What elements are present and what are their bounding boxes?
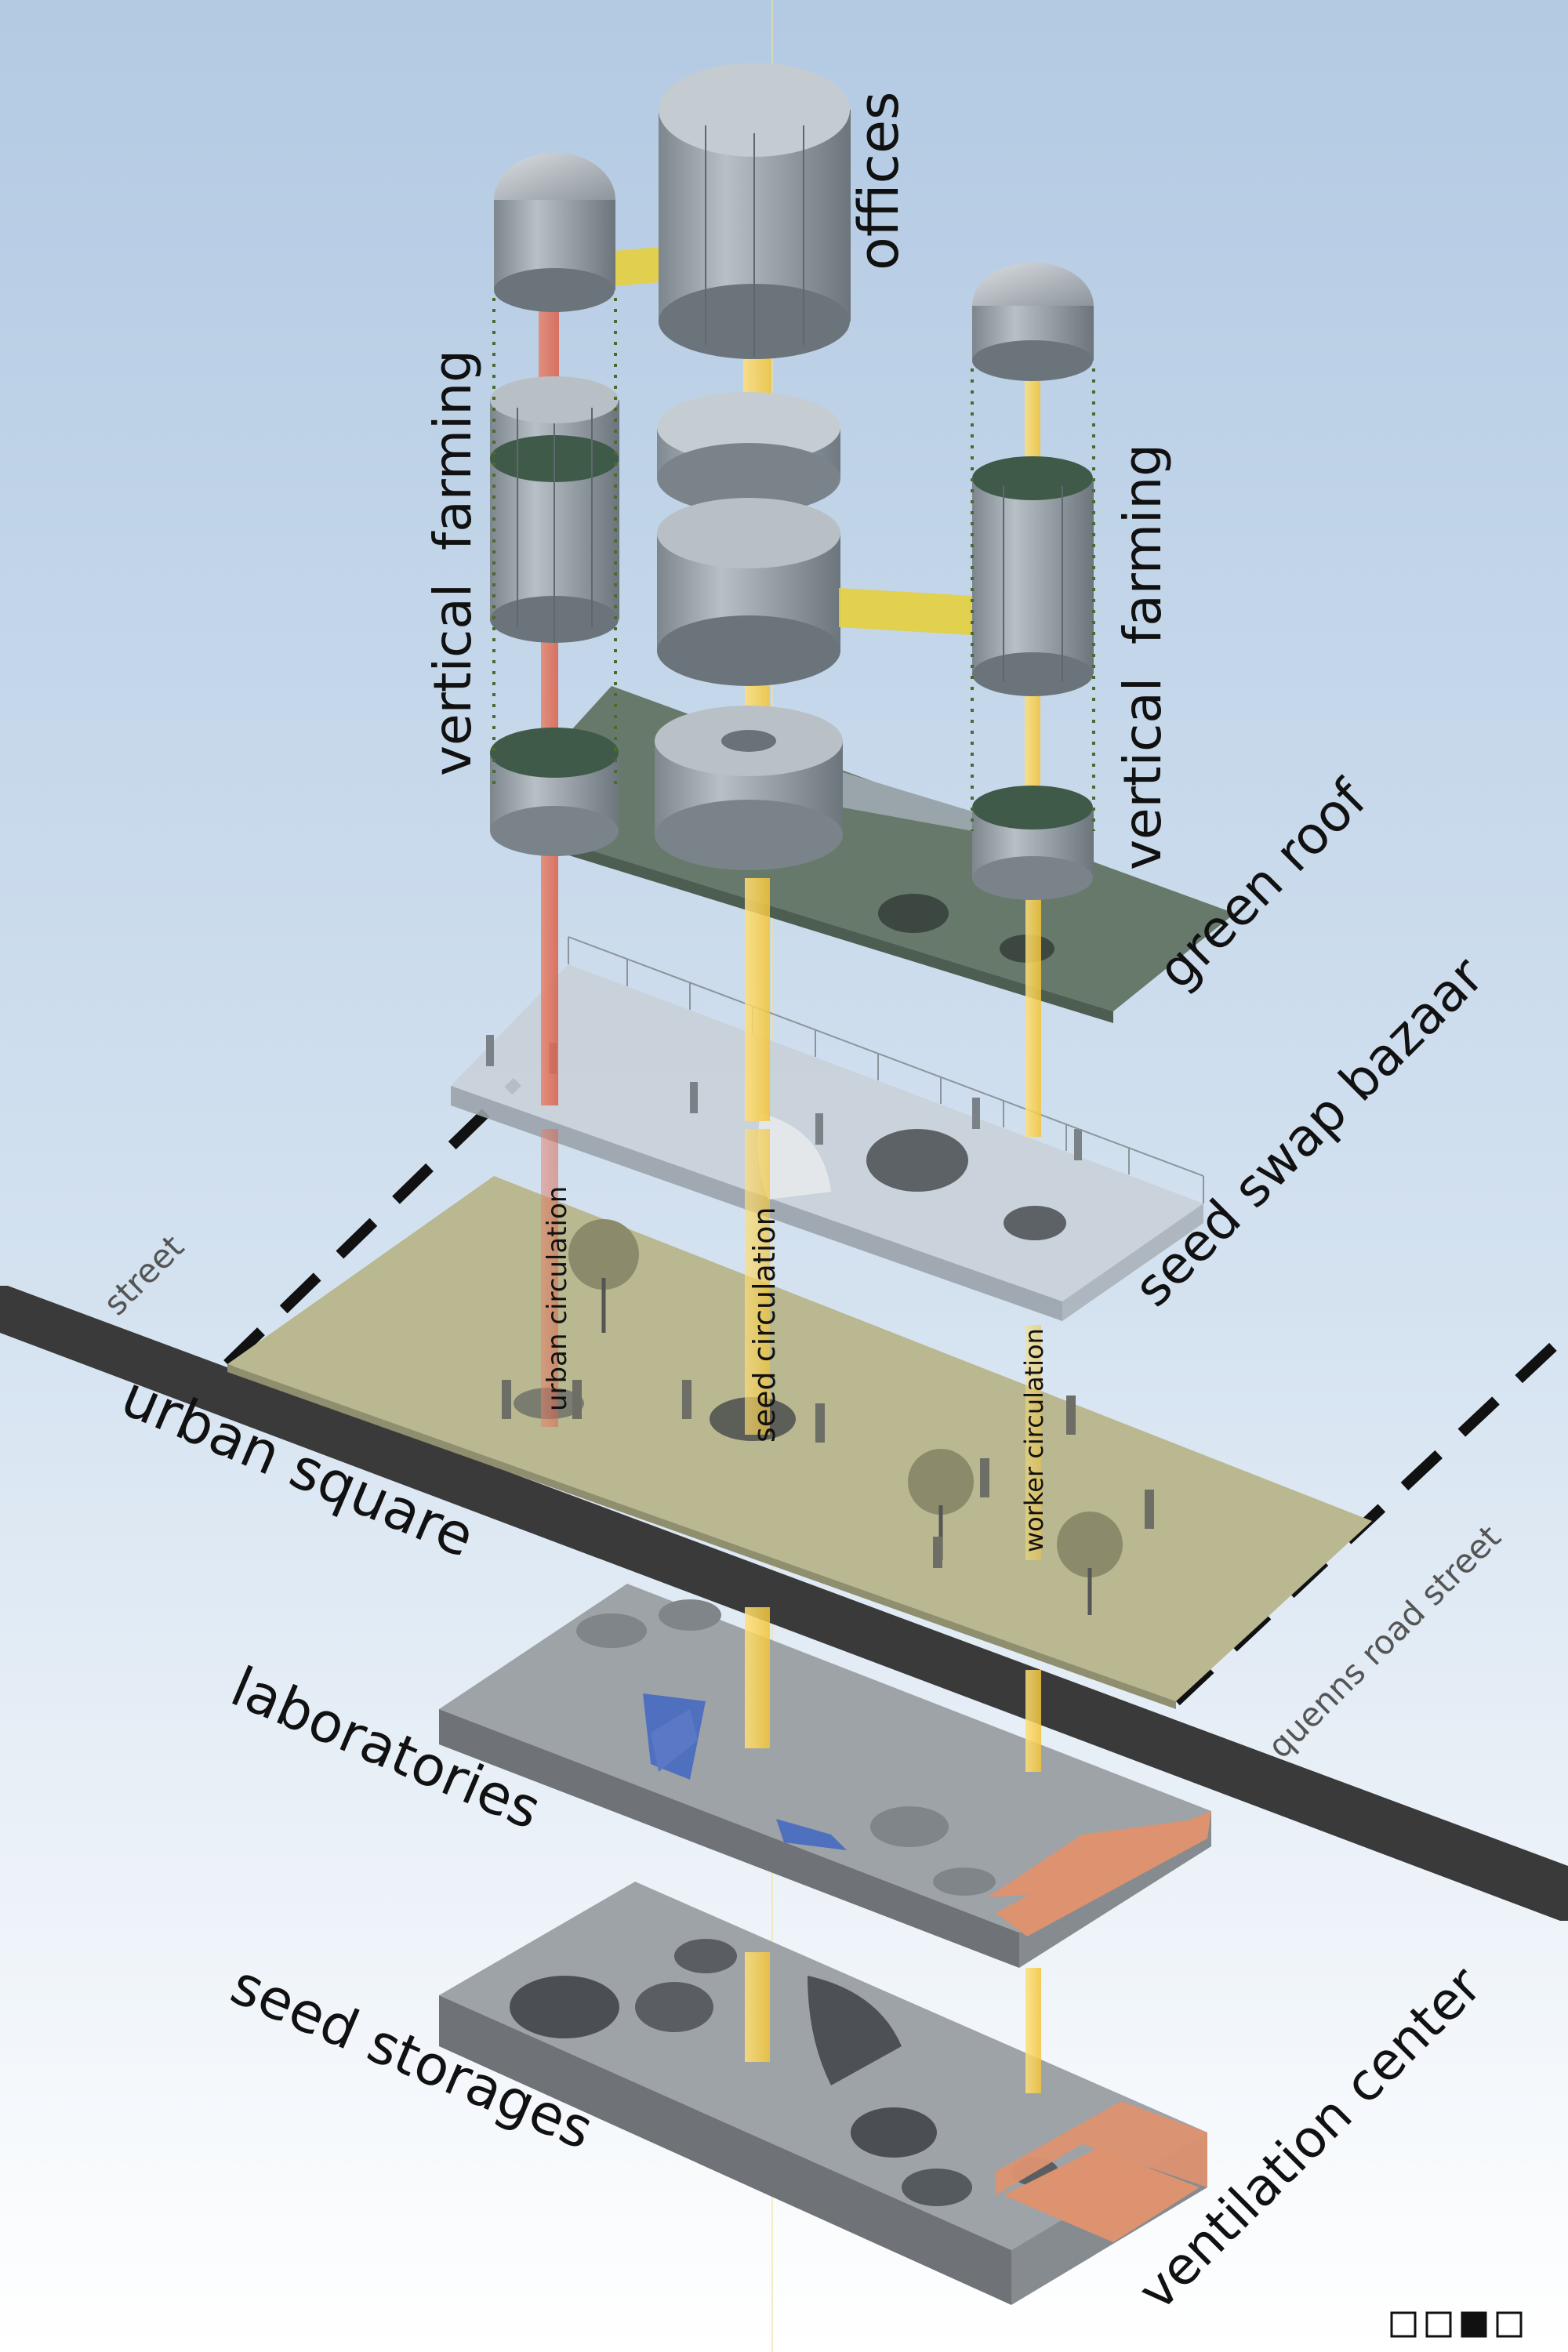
observatory-dome-right — [972, 262, 1094, 381]
worker-circulation-beam — [1025, 376, 1041, 2093]
page-indicator-box-active — [1461, 2311, 1487, 2338]
tree — [1057, 1512, 1123, 1577]
skybridge-top — [615, 247, 659, 286]
ventilation-room-lower — [996, 2101, 1207, 2195]
connection-ramp — [843, 772, 972, 831]
seed-storages-level — [439, 1882, 1207, 2305]
offices-building — [659, 63, 851, 359]
vertical-farming-tower-left — [490, 376, 619, 643]
page-indicator — [1390, 2311, 1523, 2338]
skybridge-yellow — [839, 588, 972, 635]
page-indicator-box — [1390, 2311, 1417, 2338]
label-urban-circulation: urban circulation — [542, 1186, 573, 1411]
page-indicator-box — [1425, 2311, 1452, 2338]
green-roof-cylinder-right — [972, 786, 1094, 900]
page-indicator-box — [1496, 2311, 1523, 2338]
vertical-farming-tower-right — [972, 456, 1094, 696]
tree — [568, 1219, 639, 1290]
green-roof-cylinder-center — [655, 706, 843, 870]
alignment-dotted-lines — [492, 298, 1095, 831]
label-offices: offices — [847, 91, 911, 270]
laboratories-level — [439, 1584, 1211, 1968]
label-seed-circulation: seed circulation — [747, 1207, 782, 1443]
label-vertical-farming-right: vertical farming — [1112, 444, 1173, 870]
queens-road-street-road — [0, 1286, 1568, 1921]
urban-square-level — [227, 1176, 1372, 1709]
lab-blue-panel — [776, 1819, 847, 1850]
label-vertical-farming-left: vertical farming — [423, 350, 483, 776]
street-boundary-left — [223, 1077, 521, 1369]
central-tower-stack — [657, 392, 840, 686]
lab-blue-panel — [651, 1709, 698, 1772]
tree — [908, 1449, 974, 1515]
observatory-dome-left — [494, 152, 615, 312]
label-worker-circulation: worker circulation — [1019, 1328, 1049, 1552]
green-roof-cylinder-left — [490, 728, 619, 856]
